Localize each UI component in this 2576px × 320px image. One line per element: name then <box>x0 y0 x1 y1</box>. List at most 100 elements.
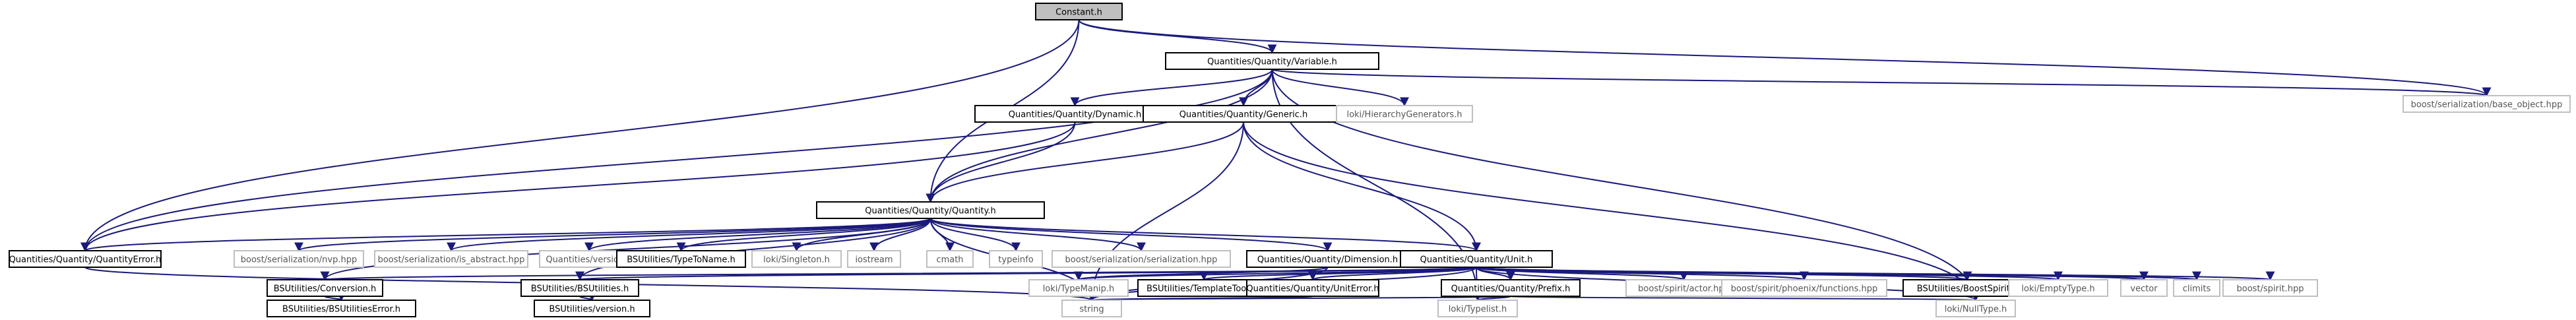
node-phoenix-label: boost/spirit/phoenix/functions.hpp <box>1731 284 1878 294</box>
node-quantity-box <box>816 201 1045 219</box>
node-bsversion-box <box>534 300 650 317</box>
node-vector[interactable]: vector <box>2120 279 2168 297</box>
node-variable[interactable]: Quantities/Quantity/Variable.h <box>1165 52 1379 70</box>
node-bsutilities-label: BSUtilities/BSUtilities.h <box>531 284 629 294</box>
node-conversion-box <box>267 279 383 297</box>
node-bsversion[interactable]: BSUtilities/version.h <box>534 300 650 317</box>
edge-variable-to-quantity <box>926 69 1273 203</box>
edge-variable-to-dynamic <box>1070 69 1273 107</box>
node-typeinfo-box <box>989 250 1043 268</box>
node-unit[interactable]: Quantities/Quantity/Unit.h <box>1400 250 1553 268</box>
node-actor-label: boost/spirit/actor.hpp <box>1638 284 1730 294</box>
node-spirit[interactable]: boost/spirit.hpp <box>2222 279 2318 297</box>
node-vector-label: vector <box>2130 284 2158 294</box>
node-serialization[interactable]: boost/serialization/serialization.hpp <box>1052 250 1231 268</box>
edge-unit-to-bsutilities <box>576 267 1477 281</box>
node-is_abstract-box <box>374 250 528 268</box>
node-quantity-label: Quantities/Quantity/Quantity.h <box>865 207 996 216</box>
node-iostream-label: iostream <box>855 255 893 265</box>
node-conversion-label: BSUtilities/Conversion.h <box>274 284 377 294</box>
node-typemanip-label: loki/TypeManip.h <box>1043 284 1115 294</box>
edge-prefix-to-nulltype <box>1510 291 1978 302</box>
edge-quantity-to-typetoname <box>676 218 931 252</box>
node-string-label: string <box>1079 305 1104 315</box>
edge-quantity-to-iostream <box>869 218 931 252</box>
node-string[interactable]: string <box>1061 300 1122 317</box>
edge-quantity-to-dimension <box>929 218 1333 252</box>
node-emptytype-box <box>2008 279 2108 297</box>
edge-dynamic-to-qerror <box>80 121 1076 252</box>
node-prefix-label: Quantities/Quantity/Prefix.h <box>1451 284 1571 294</box>
node-unit-label: Quantities/Quantity/Unit.h <box>1420 255 1533 265</box>
node-bserror-box <box>267 300 416 317</box>
node-conversion[interactable]: BSUtilities/Conversion.h <box>267 279 383 297</box>
node-serialization-label: boost/serialization/serialization.hpp <box>1065 255 1218 265</box>
node-hierarchy-label: loki/HierarchyGenerators.h <box>1346 110 1462 120</box>
node-spirit-label: boost/spirit.hpp <box>2237 284 2304 294</box>
node-dimension[interactable]: Quantities/Quantity/Dimension.h <box>1246 250 1409 268</box>
node-prefix[interactable]: Quantities/Quantity/Prefix.h <box>1441 279 1581 297</box>
node-phoenix[interactable]: boost/spirit/phoenix/functions.hpp <box>1721 279 1887 297</box>
node-variable-box <box>1165 52 1379 70</box>
node-emptytype[interactable]: loki/EmptyType.h <box>2008 279 2108 297</box>
edge-generic-to-quantity <box>926 121 1244 203</box>
node-qerror[interactable]: Quantities/Quantity/QuantityError.h <box>9 250 162 268</box>
node-base_object[interactable]: boost/serialization/base_object.hpp <box>2403 95 2571 113</box>
node-cmath-box <box>926 250 974 268</box>
node-unit-box <box>1400 250 1553 268</box>
node-typeinfo[interactable]: typeinfo <box>989 250 1043 268</box>
node-generic-box <box>1143 105 1344 123</box>
node-uniterror-label: Quantities/Quantity/UnitError.h <box>1246 284 1379 294</box>
node-typemanip[interactable]: loki/TypeManip.h <box>1028 279 1129 297</box>
node-nvp-box <box>234 250 364 268</box>
node-bsutilities-box <box>520 279 639 297</box>
node-singleton-label: loki/Singleton.h <box>763 255 830 265</box>
node-prefix-box <box>1441 279 1581 297</box>
edge-quantity-to-conversion <box>320 218 931 281</box>
node-hierarchy[interactable]: loki/HierarchyGenerators.h <box>1336 105 1473 123</box>
node-typetoname-box <box>616 250 746 268</box>
node-typetoname-label: BSUtilities/TypeToName.h <box>627 255 736 265</box>
node-cmath[interactable]: cmath <box>926 250 974 268</box>
edge-constant-to-qerror <box>80 19 1080 252</box>
node-nulltype-label: loki/NullType.h <box>1945 305 2007 315</box>
node-generic[interactable]: Quantities/Quantity/Generic.h <box>1143 105 1344 123</box>
node-typelist-label: loki/Typelist.h <box>1449 305 1507 315</box>
node-uniterror[interactable]: Quantities/Quantity/UnitError.h <box>1246 279 1379 297</box>
edge-quantity-to-is_abstract <box>447 218 931 252</box>
edge-dynamic-to-quantity <box>926 121 1076 203</box>
node-qerror-label: Quantities/Quantity/QuantityError.h <box>9 255 162 265</box>
node-typeinfo-label: typeinfo <box>998 255 1033 265</box>
node-serialization-box <box>1052 250 1231 268</box>
edge-quantity-to-qversion <box>584 218 931 252</box>
edge-generic-to-unit <box>1243 121 1481 252</box>
nodes-layer: Constant.hQuantities/Quantity/Variable.h… <box>9 3 2571 317</box>
node-typelist[interactable]: loki/Typelist.h <box>1437 300 1518 317</box>
node-constant[interactable]: Constant.h <box>1035 3 1123 20</box>
node-bserror[interactable]: BSUtilities/BSUtilitiesError.h <box>267 300 416 317</box>
node-dynamic-label: Quantities/Quantity/Dynamic.h <box>1009 110 1142 120</box>
node-nulltype[interactable]: loki/NullType.h <box>1935 300 2016 317</box>
node-bsutilities[interactable]: BSUtilities/BSUtilities.h <box>520 279 639 297</box>
edge-generic-to-nulltype <box>1243 121 1980 302</box>
node-variable-label: Quantities/Quantity/Variable.h <box>1207 57 1337 67</box>
node-singleton[interactable]: loki/Singleton.h <box>751 250 842 268</box>
node-is_abstract-label: boost/serialization/is_abstract.hpp <box>378 255 525 265</box>
node-nvp[interactable]: boost/serialization/nvp.hpp <box>234 250 364 268</box>
edge-quantity-to-qerror <box>80 218 931 252</box>
edge-constant-to-base_object <box>1078 19 2492 97</box>
node-typemanip-box <box>1028 279 1129 297</box>
node-iostream[interactable]: iostream <box>847 250 901 268</box>
edge-quantity-to-bsutilities <box>575 218 931 281</box>
node-is_abstract[interactable]: boost/serialization/is_abstract.hpp <box>374 250 528 268</box>
node-nvp-label: boost/serialization/nvp.hpp <box>241 255 357 265</box>
edge-quantity-to-nvp <box>294 218 931 252</box>
edge-quantity-to-serialization <box>929 218 1146 252</box>
node-hierarchy-box <box>1336 105 1473 123</box>
edge-generic-to-string <box>1087 121 1244 302</box>
node-typetoname[interactable]: BSUtilities/TypeToName.h <box>616 250 746 268</box>
node-qerror-box <box>9 250 162 268</box>
node-climits[interactable]: climits <box>2173 279 2220 297</box>
node-quantity[interactable]: Quantities/Quantity/Quantity.h <box>816 201 1045 219</box>
